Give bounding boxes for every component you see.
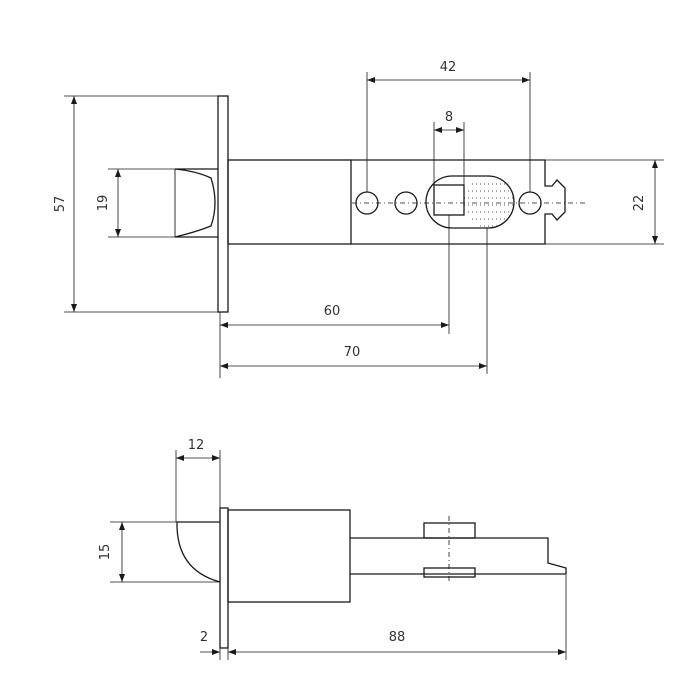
dimension-15: 15: [98, 521, 220, 583]
dimension-88-label: 88: [389, 630, 406, 645]
dimension-19-label: 19: [96, 195, 111, 212]
dimension-8-label: 8: [445, 110, 453, 125]
spindle-lug-top: [423, 522, 476, 539]
dimension-60-label: 60: [324, 304, 341, 319]
dimension-60: 60: [219, 215, 450, 378]
dimension-12-label: 12: [188, 438, 205, 453]
side-view: 12 15 2 88: [98, 438, 567, 660]
latch-body: [227, 159, 352, 245]
dimension-42: 42: [366, 60, 531, 192]
faceplate-side: [219, 507, 229, 649]
oval-slot: [425, 175, 515, 229]
top-view: 42 8 57 19: [53, 60, 664, 378]
faceplate: [217, 95, 229, 313]
dimension-22-label: 22: [632, 195, 647, 212]
latch-bolt: [174, 168, 218, 238]
dimension-12: 12: [175, 438, 221, 522]
latch-tail-plate: [351, 159, 566, 245]
dimension-88: 88: [228, 575, 567, 660]
dimension-19: 19: [96, 168, 175, 238]
dimension-2: 2: [200, 630, 229, 660]
dimension-2-label: 2: [200, 630, 208, 645]
dimension-70: 70: [220, 228, 488, 374]
dimension-57-label: 57: [53, 196, 68, 213]
dimension-42-label: 42: [440, 60, 457, 75]
latch-body-side: [227, 509, 351, 603]
dimension-15-label: 15: [98, 544, 113, 561]
spindle-square: [433, 184, 465, 216]
dimension-22: 22: [545, 159, 664, 245]
latch-bolt-side: [176, 521, 221, 583]
spindle-lug-bottom: [423, 567, 476, 578]
dimension-70-label: 70: [344, 345, 361, 360]
dimension-8: 8: [433, 110, 465, 185]
tail-side: [350, 537, 567, 575]
dimension-57: 57: [53, 95, 218, 313]
